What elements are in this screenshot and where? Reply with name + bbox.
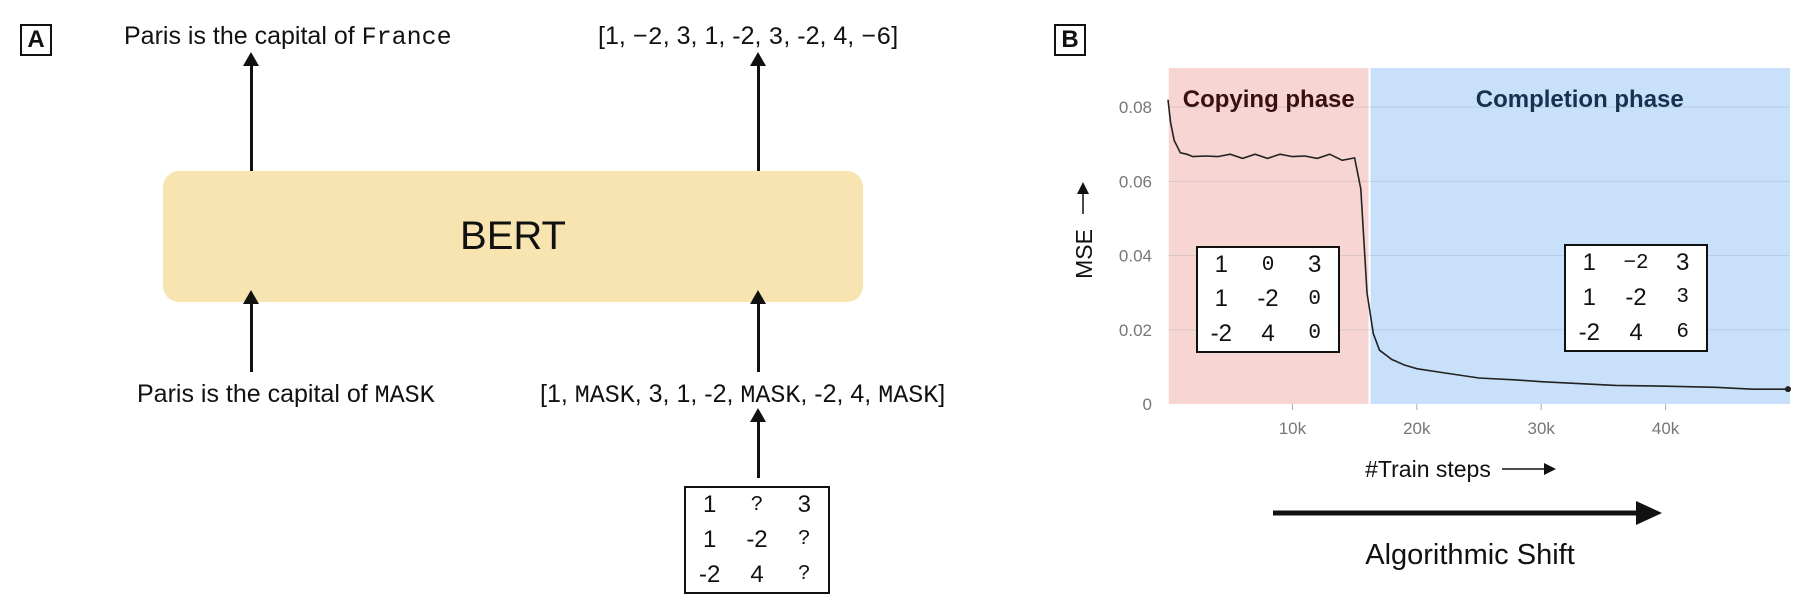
predicted-value: 3 — [768, 23, 784, 52]
matrix-cell: 1 — [702, 525, 717, 553]
matrix-cell: 1 — [702, 491, 717, 519]
seq-part: ] — [938, 380, 946, 408]
input-sequence: [1, MASK, 3, 1, -2, MASK, -2, 4, MASK] — [540, 380, 945, 410]
output-sequence: [1, −2, 3, 1, -2, 3, -2, 4, −6] — [598, 22, 898, 52]
x-tick-label: 20k — [1403, 419, 1431, 438]
matrix-cell: −2 — [1623, 251, 1649, 275]
panel-label-a: A — [20, 24, 52, 56]
phase-label: Completion phase — [1476, 86, 1684, 113]
y-tick-label: 0.08 — [1119, 98, 1152, 117]
algorithmic-shift-label: Algorithmic Shift — [1365, 539, 1575, 571]
matrix-cell: -2 — [1210, 319, 1232, 347]
seq-part: , 3, 1, -2, — [662, 22, 769, 50]
y-tick-label: 0.04 — [1119, 247, 1152, 266]
predicted-value: −2 — [632, 23, 663, 52]
matrix-cell: -2 — [1257, 285, 1279, 313]
panel-label-b: B — [1054, 24, 1086, 56]
matrix-cell: 3 — [1307, 251, 1322, 279]
matrix-cell: 1 — [1582, 249, 1596, 277]
x-tick-label: 40k — [1652, 419, 1680, 438]
seq-part: ] — [891, 22, 899, 50]
x-axis-label: #Train steps — [1365, 456, 1491, 482]
matrix-cell: 0 — [1261, 253, 1275, 277]
matrix-cell: 4 — [750, 560, 764, 588]
matrix-cell: -2 — [1625, 283, 1647, 311]
mse-series-line — [1167, 99, 1790, 390]
x-tick-label: 10k — [1279, 419, 1307, 438]
matrix-cell: ? — [798, 528, 811, 552]
y-axis-arrow-icon — [1077, 182, 1089, 214]
input-matrix: 1? 3 1 -2? -2 4? — [684, 486, 830, 594]
series-end-point — [1785, 386, 1791, 393]
matrix-cell: 3 — [1676, 286, 1689, 310]
x-tick-label: 30k — [1527, 419, 1555, 438]
matrix-cell: -2 — [746, 525, 768, 553]
output-token: France — [361, 23, 452, 52]
matrix-cell: 1 — [1582, 283, 1596, 311]
phase-label: Copying phase — [1183, 86, 1355, 113]
x-axis-arrow-icon — [1502, 463, 1556, 475]
arrow-up-icon — [750, 290, 766, 372]
seq-part: , 3, 1, -2, — [634, 380, 741, 408]
matrix-cell: 4 — [1629, 318, 1643, 346]
matrix-cell: ? — [750, 493, 764, 517]
matrix-cell: 1 — [1214, 285, 1228, 313]
predicted-value: −6 — [861, 23, 892, 52]
matrix-cell: 0 — [1308, 322, 1321, 346]
seq-part: [1, — [540, 380, 575, 408]
arrow-up-icon — [750, 52, 766, 171]
matrix-cell: 3 — [797, 491, 811, 519]
matrix-cell: ? — [798, 563, 811, 587]
matrix-cell: -2 — [1578, 318, 1600, 346]
arrow-up-icon — [750, 408, 766, 478]
matrix-cell: 4 — [1261, 319, 1275, 347]
arrow-up-icon — [243, 290, 259, 372]
matrix-cell: 0 — [1308, 287, 1321, 311]
mask-token: MASK — [740, 381, 801, 410]
mask-token: MASK — [574, 381, 635, 410]
seq-part: [1, — [598, 22, 633, 50]
output-sentence: Paris is the capital of France — [124, 22, 452, 52]
arrow-up-icon — [243, 52, 259, 171]
shift-arrow-icon — [1273, 501, 1662, 525]
matrix-cell: 3 — [1675, 249, 1690, 277]
mask-token: MASK — [374, 381, 435, 410]
input-sentence: Paris is the capital of MASK — [137, 380, 435, 410]
matrix-cell: 1 — [1214, 251, 1228, 279]
matrix-cell: 6 — [1676, 321, 1689, 345]
y-tick-label: 0.06 — [1119, 172, 1152, 191]
y-tick-label: 0 — [1143, 395, 1152, 414]
completion-phase-matrix: 1 −2 3 1 -2 3 -2 4 6 — [1564, 244, 1708, 352]
output-sentence-text: Paris is the capital of — [124, 22, 362, 50]
mask-token: MASK — [878, 381, 939, 410]
phase-region — [1369, 68, 1790, 404]
bert-label: BERT — [460, 214, 566, 258]
bert-box: BERT — [163, 171, 863, 302]
matrix-cell: -2 — [698, 560, 721, 588]
copy-phase-matrix: 1 0 3 1 -2 0 -2 4 0 — [1196, 246, 1340, 353]
y-tick-label: 0.02 — [1119, 321, 1152, 340]
input-sentence-text: Paris is the capital of — [137, 380, 375, 408]
y-axis-label: MSE — [1071, 229, 1097, 279]
seq-part: , -2, 4, — [800, 380, 879, 408]
phase-region — [1168, 68, 1370, 404]
seq-part: , -2, 4, — [783, 22, 862, 50]
